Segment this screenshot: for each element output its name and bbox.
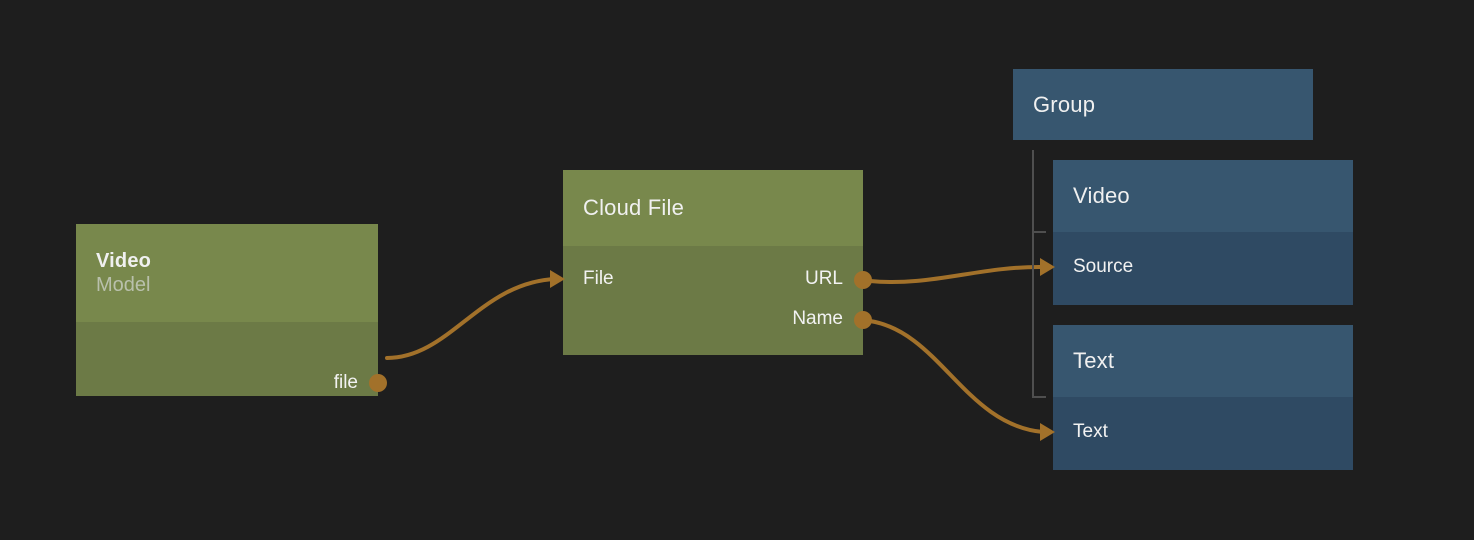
node-title: Video bbox=[96, 250, 152, 272]
wire-url-to-source bbox=[868, 264, 1045, 285]
group-tree-branch-video bbox=[1032, 231, 1046, 233]
node-title: Text bbox=[1073, 348, 1115, 373]
node-body[interactable]: file bbox=[76, 322, 387, 396]
node-video-scene[interactable]: Video Source bbox=[1040, 160, 1353, 305]
node-body[interactable]: Text bbox=[1040, 397, 1353, 470]
output-row-url[interactable]: URL bbox=[805, 266, 843, 292]
node-text-scene[interactable]: Text Text bbox=[1040, 325, 1353, 470]
wire-file-to-file bbox=[385, 277, 558, 360]
node-subtitle: Model bbox=[96, 274, 151, 296]
node-body[interactable]: File URL Name bbox=[550, 246, 872, 355]
output-port-name[interactable] bbox=[854, 311, 872, 329]
output-row-file[interactable]: file bbox=[334, 370, 358, 396]
node-group[interactable]: Group bbox=[1013, 69, 1313, 140]
output-label-name: Name bbox=[792, 308, 843, 329]
input-row-text[interactable]: Text bbox=[1073, 419, 1108, 445]
output-port-file[interactable] bbox=[369, 374, 387, 392]
node-header[interactable]: Video bbox=[1053, 160, 1353, 232]
node-title: Group bbox=[1033, 91, 1096, 117]
node-header[interactable]: Video Model bbox=[76, 224, 378, 322]
node-header[interactable]: Group bbox=[1013, 69, 1313, 140]
node-body[interactable]: Source bbox=[1040, 232, 1353, 305]
group-tree-trunk bbox=[1032, 150, 1034, 398]
input-label-file: File bbox=[583, 268, 614, 289]
input-port-source[interactable] bbox=[1040, 258, 1055, 276]
input-port-text[interactable] bbox=[1040, 423, 1055, 441]
node-title: Video bbox=[1073, 183, 1130, 208]
input-port-file[interactable] bbox=[550, 270, 565, 288]
input-label-text: Text bbox=[1073, 421, 1108, 442]
input-row-source[interactable]: Source bbox=[1073, 254, 1133, 280]
node-video-model[interactable]: Video Model file bbox=[76, 224, 387, 396]
node-title: Cloud File bbox=[583, 195, 685, 220]
output-label-url: URL bbox=[804, 268, 843, 289]
wire-name-to-text bbox=[868, 319, 1045, 434]
output-port-url[interactable] bbox=[854, 271, 872, 289]
node-header[interactable]: Cloud File bbox=[563, 170, 863, 246]
node-header[interactable]: Text bbox=[1053, 325, 1353, 397]
input-label-source: Source bbox=[1073, 256, 1134, 277]
group-tree-branch-text bbox=[1032, 396, 1046, 398]
output-row-name[interactable]: Name bbox=[792, 306, 843, 332]
node-cloud-file[interactable]: Cloud File File URL Name bbox=[550, 170, 872, 355]
input-row-file[interactable]: File bbox=[583, 266, 614, 292]
output-label-file: file bbox=[333, 372, 358, 393]
